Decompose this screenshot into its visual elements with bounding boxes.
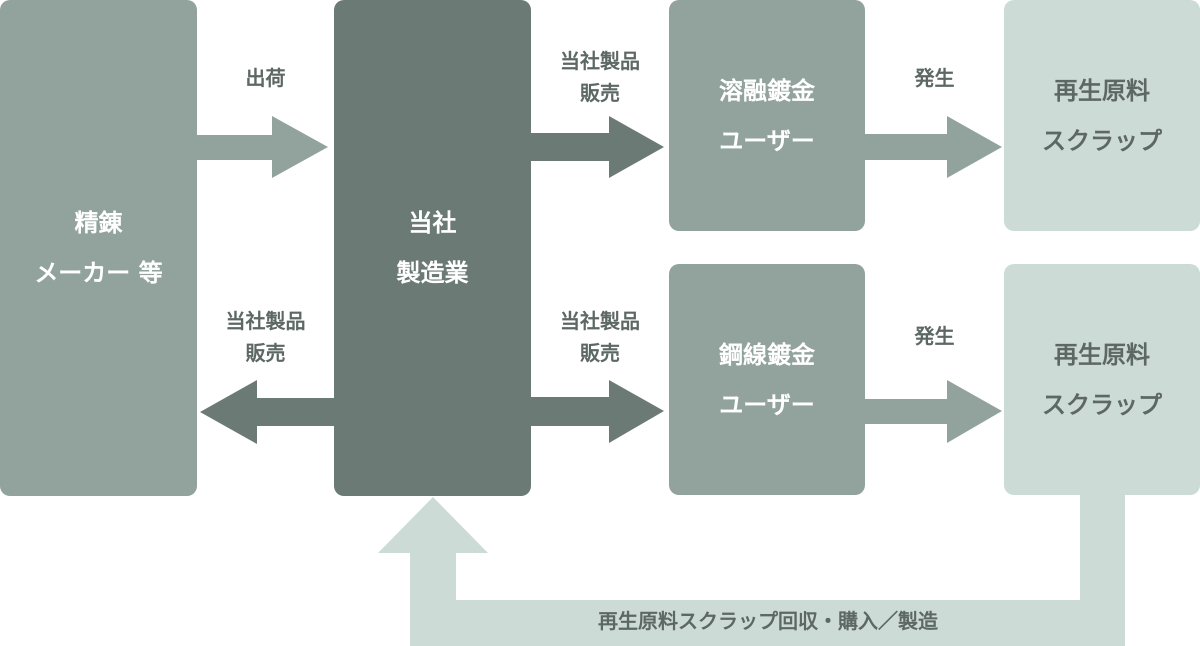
- company-label-line1: 当社: [408, 209, 457, 237]
- wire-user-box: 鋼線鍍金 ユーザー: [669, 264, 865, 495]
- generation-bottom-label-text: 発生: [914, 324, 955, 348]
- generation-top-label-text: 発生: [914, 66, 955, 90]
- generation-bottom-arrow: [865, 380, 1002, 443]
- recycle-loop-arrow: [378, 494, 1125, 646]
- sale-to-wire-line2: 販売: [580, 341, 620, 365]
- sale-to-hotdip-label: 当社製品 販売: [531, 45, 669, 109]
- shipment-label: 出荷: [197, 62, 334, 94]
- scrap-bottom-label-line2: スクラップ: [1042, 390, 1162, 419]
- recycle-label-text: 再生原料スクラップ回収・購入／製造: [598, 609, 938, 633]
- shipment-label-text: 出荷: [245, 66, 286, 90]
- company-box: 当社 製造業: [334, 0, 531, 496]
- hotdip-user-box: 溶融鍍金 ユーザー: [669, 0, 865, 231]
- sale-to-refiner-arrow: [200, 380, 334, 444]
- refiner-box: 精錬 メーカー 等: [0, 0, 197, 496]
- generation-top-arrow: [865, 116, 1002, 178]
- refiner-label-line2: メーカー 等: [34, 259, 163, 287]
- hotdip-user-label-line1: 溶融鍍金: [719, 76, 815, 105]
- recycle-label: 再生原料スクラップ回収・購入／製造: [456, 605, 1080, 637]
- wire-user-label-line2: ユーザー: [719, 390, 815, 419]
- generation-top-label: 発生: [865, 62, 1004, 94]
- sale-to-wire-arrow: [530, 380, 664, 443]
- hotdip-user-label-line2: ユーザー: [719, 126, 815, 155]
- generation-bottom-label: 発生: [865, 320, 1004, 352]
- sale-to-refiner-label: 当社製品 販売: [197, 305, 334, 369]
- company-label-line2: 製造業: [396, 259, 469, 287]
- sale-to-hotdip-arrow: [530, 116, 664, 178]
- scrap-top-label-line1: 再生原料: [1054, 76, 1150, 105]
- sale-to-wire-line1: 当社製品: [560, 309, 640, 333]
- sale-to-hotdip-line1: 当社製品: [560, 49, 640, 73]
- sale-to-wire-label: 当社製品 販売: [531, 305, 669, 369]
- scrap-bottom-label-line1: 再生原料: [1054, 340, 1150, 369]
- scrap-top-box: 再生原料 スクラップ: [1004, 0, 1200, 231]
- sale-to-refiner-line2: 販売: [245, 341, 286, 365]
- scrap-top-label-line2: スクラップ: [1042, 126, 1162, 155]
- sale-to-refiner-line1: 当社製品: [225, 309, 306, 333]
- scrap-bottom-box: 再生原料 スクラップ: [1004, 264, 1200, 495]
- sale-to-hotdip-line2: 販売: [580, 81, 620, 105]
- wire-user-label-line1: 鋼線鍍金: [719, 340, 815, 369]
- refiner-label-line1: 精錬: [74, 209, 123, 237]
- shipment-arrow: [197, 116, 328, 178]
